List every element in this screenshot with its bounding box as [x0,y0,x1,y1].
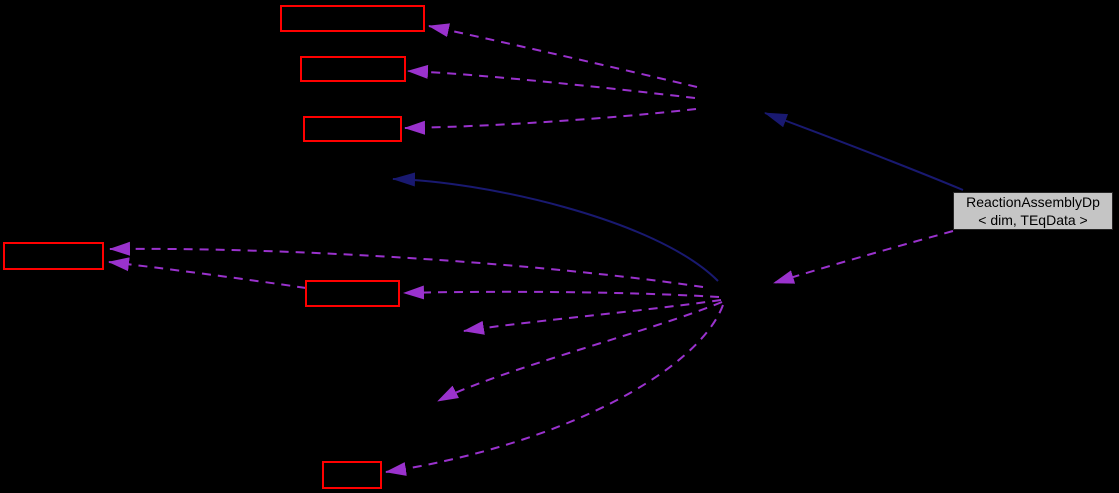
usage-edge-hub1-to-node1 [428,23,698,88]
usage-edge-hub2-to-bottom-node [385,304,724,476]
class-node-left[interactable] [3,242,104,270]
focus-node-label-line2: < dim, TEqData > [978,212,1088,228]
usage-edge-mid-node-to-left-node [108,257,307,289]
class-node-top-2[interactable] [300,56,406,82]
class-node-top-1[interactable] [280,5,425,32]
usage-edge-hub2-to-hidden-a [463,299,722,335]
class-node-middle[interactable] [305,280,400,307]
usage-edge-focus-to-hub2 [773,230,954,284]
usage-edge-hub2-to-left-node [109,241,704,288]
focus-node-label-line1: ReactionAssemblyDp [966,194,1100,210]
usage-edge-hub1-to-node2 [407,64,696,99]
inheritance-edge-hub2-to-hidden [392,172,719,282]
class-node-bottom[interactable] [322,461,382,489]
usage-edge-hub1-to-node3 [404,108,697,135]
usage-edge-hub2-to-mid-node [403,285,720,300]
class-node-top-3[interactable] [303,116,402,142]
inheritance-edge-focus-to-hub1 [764,112,964,191]
focus-node-reaction-assembly-dp: ReactionAssemblyDp < dim, TEqData > [953,192,1113,230]
usage-edge-hub2-to-hidden-b [437,301,723,402]
